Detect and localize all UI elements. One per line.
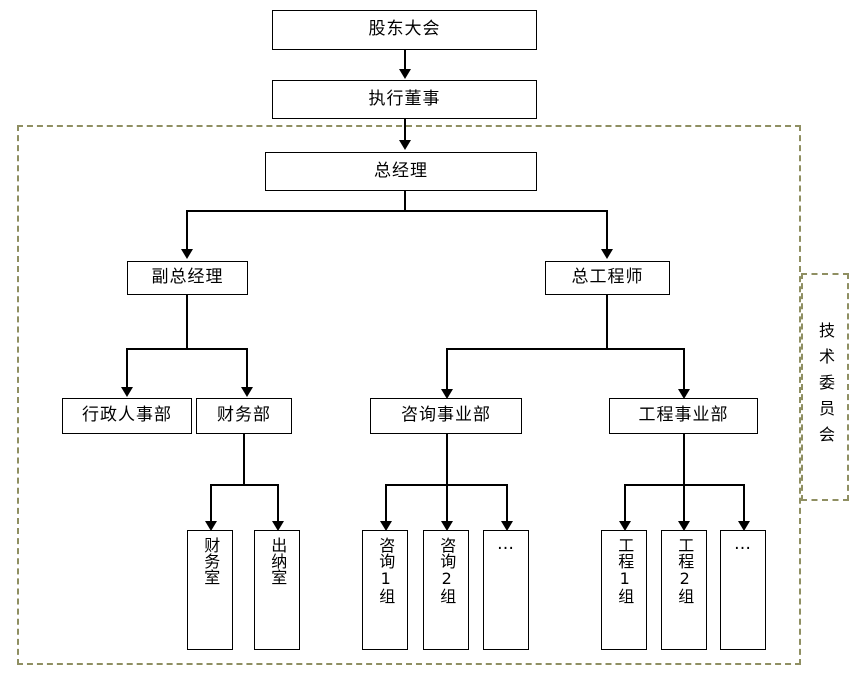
arrowhead-to-finance-dept xyxy=(241,387,253,397)
node-label: 股东大会 xyxy=(368,19,441,40)
node-finance-office[interactable]: 财务室 xyxy=(187,530,233,650)
arrowhead-to-engineering-division xyxy=(678,389,690,399)
node-label: 总经理 xyxy=(374,160,428,181)
node-label: 咨询2组 xyxy=(437,537,457,604)
connector-engineering-to-more xyxy=(743,484,745,522)
node-label: … xyxy=(734,534,752,554)
node-label: 财务室 xyxy=(201,537,221,585)
technical-committee-box[interactable]: 技术委员会 xyxy=(801,273,849,501)
connector-ce-to-engineering xyxy=(683,348,685,390)
node-label: 行政人事部 xyxy=(82,405,172,426)
connector-deputy-bus xyxy=(126,348,248,350)
connector-finance-to-finance-office xyxy=(210,484,212,522)
connector-consulting-to-group1 xyxy=(385,484,387,522)
node-label: 执行董事 xyxy=(368,88,441,109)
arrowhead-to-consulting-division xyxy=(441,389,453,399)
node-label: 咨询事业部 xyxy=(401,405,491,426)
connector-deputy-stem xyxy=(186,295,188,349)
connector-gm-to-chief-engineer xyxy=(606,210,608,250)
connector-ce-to-consulting xyxy=(446,348,448,390)
node-engineering-division[interactable]: 工程事业部 xyxy=(609,398,758,434)
arrowhead-to-consulting-group-2 xyxy=(441,521,453,531)
connector-director-to-general-manager xyxy=(404,119,406,141)
connector-engineering-stem xyxy=(683,434,685,485)
connector-engineering-to-group1 xyxy=(624,484,626,522)
arrowhead-to-deputy-general-manager xyxy=(181,249,193,259)
connector-gm-bus xyxy=(186,210,607,212)
node-cashier-office[interactable]: 出纳室 xyxy=(254,530,300,650)
arrowhead-to-executive-director xyxy=(399,69,411,79)
technical-committee-label: 技术委员会 xyxy=(816,322,835,452)
node-label: 工程事业部 xyxy=(638,405,729,426)
arrowhead-to-general-manager xyxy=(399,140,411,150)
node-finance-dept[interactable]: 财务部 xyxy=(196,398,292,434)
node-label: 工程1组 xyxy=(615,537,635,604)
arrowhead-to-engineering-group-1 xyxy=(619,521,631,531)
connector-chief-engineer-bus xyxy=(446,348,684,350)
node-engineering-group-2[interactable]: 工程2组 xyxy=(661,530,707,650)
connector-engineering-to-group2 xyxy=(683,484,685,522)
node-label: 财务部 xyxy=(217,405,271,426)
company-scope-dashed-boundary xyxy=(17,125,801,665)
connector-gm-stem xyxy=(404,191,406,211)
connector-deputy-to-finance xyxy=(246,348,248,388)
node-label: 咨询1组 xyxy=(376,537,396,604)
arrowhead-to-engineering-more xyxy=(738,521,750,531)
node-label: 出纳室 xyxy=(268,537,288,585)
connector-gm-to-deputy xyxy=(186,210,188,250)
connector-consulting-to-more xyxy=(506,484,508,522)
node-general-manager[interactable]: 总经理 xyxy=(265,152,537,191)
connector-finance-stem xyxy=(243,434,245,485)
arrowhead-to-engineering-group-2 xyxy=(678,521,690,531)
connector-consulting-to-group2 xyxy=(446,484,448,522)
node-executive-director[interactable]: 执行董事 xyxy=(272,80,537,119)
node-label: … xyxy=(497,534,515,554)
node-engineering-more[interactable]: … xyxy=(720,530,766,650)
arrowhead-to-consulting-group-1 xyxy=(380,521,392,531)
node-consulting-group-1[interactable]: 咨询1组 xyxy=(362,530,408,650)
connector-shareholders-to-director xyxy=(404,50,406,71)
node-consulting-group-2[interactable]: 咨询2组 xyxy=(423,530,469,650)
arrowhead-to-cashier-office xyxy=(272,521,284,531)
node-label: 总工程师 xyxy=(571,267,644,288)
node-label: 工程2组 xyxy=(675,537,695,604)
node-deputy-general-manager[interactable]: 副总经理 xyxy=(127,261,248,295)
node-admin-hr-dept[interactable]: 行政人事部 xyxy=(62,398,192,434)
node-consulting-more[interactable]: … xyxy=(483,530,529,650)
connector-chief-engineer-stem xyxy=(606,295,608,349)
connector-finance-to-cashier-office xyxy=(277,484,279,522)
arrowhead-to-chief-engineer xyxy=(601,249,613,259)
connector-deputy-to-admin xyxy=(126,348,128,388)
connector-finance-bus xyxy=(210,484,278,486)
node-label: 副总经理 xyxy=(151,267,224,288)
node-chief-engineer[interactable]: 总工程师 xyxy=(545,261,670,295)
arrowhead-to-admin-hr-dept xyxy=(121,387,133,397)
node-consulting-division[interactable]: 咨询事业部 xyxy=(370,398,522,434)
arrowhead-to-finance-office xyxy=(205,521,217,531)
connector-consulting-stem xyxy=(446,434,448,485)
node-engineering-group-1[interactable]: 工程1组 xyxy=(601,530,647,650)
arrowhead-to-consulting-more xyxy=(501,521,513,531)
node-shareholders-meeting[interactable]: 股东大会 xyxy=(272,10,537,50)
